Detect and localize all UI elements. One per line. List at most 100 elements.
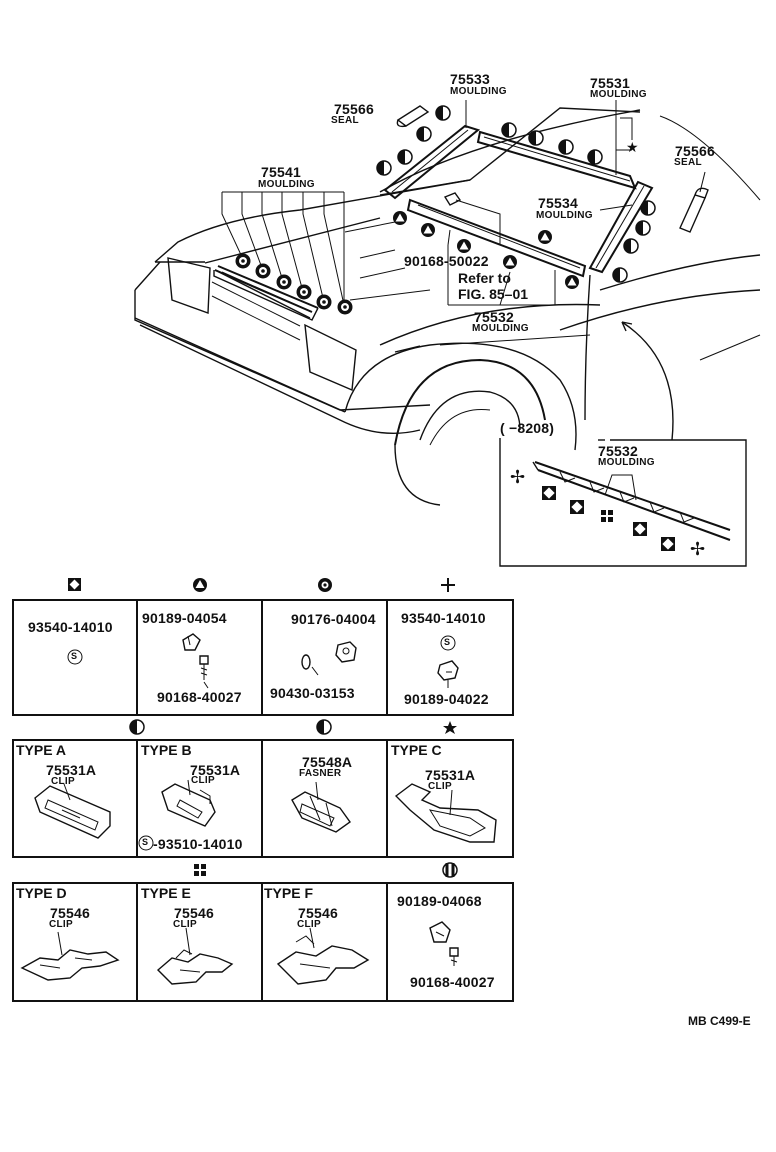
half-circle-marker <box>416 126 432 142</box>
fastener-2-part-2: 90168-40027 <box>157 689 242 705</box>
clip-type-e-name: CLIP <box>173 919 197 930</box>
moulding-75532-main <box>406 198 587 306</box>
screw-90168-50022 <box>443 192 556 306</box>
clip-drawing-75548a <box>291 781 351 833</box>
diamond-square-icon <box>68 578 81 591</box>
clip-type-f-number: 75546 <box>298 905 338 921</box>
half-circle-marker <box>528 130 544 146</box>
callout-75531-number: 75531 <box>590 75 630 91</box>
triangle-marker <box>393 211 407 225</box>
callout-75534-number: 75534 <box>538 195 578 211</box>
clip-drawing-type-d <box>20 931 120 981</box>
fastener-4-part-1: 93540-14010 <box>401 610 486 626</box>
diamond-square-marker <box>661 537 675 551</box>
pinwheel-icon: ✢ <box>690 539 706 559</box>
diamond-square-marker <box>542 486 556 500</box>
four-squares-marker <box>601 510 613 522</box>
s-mark-label: S <box>142 837 149 847</box>
star-marker: ★ <box>626 139 639 155</box>
clip-type-b-name: CLIP <box>191 775 215 786</box>
half-circle-marker <box>435 105 451 121</box>
moulding-75541 <box>213 265 319 321</box>
clip-drawing-90189-04022 <box>437 660 459 688</box>
moulding-75534 <box>588 112 654 274</box>
inset-detail <box>499 321 747 567</box>
clip-table-2-grid <box>12 882 514 1002</box>
pinwheel-icon: ✢ <box>510 467 526 487</box>
inset-part-name: MOULDING <box>598 457 655 468</box>
half-circle-marker <box>640 200 656 216</box>
clip-type-d-name: CLIP <box>49 919 73 930</box>
callout-90168-50022: 90168-50022 <box>404 253 489 269</box>
fasner-number: 75548A <box>302 754 353 770</box>
seal-75566-left <box>396 105 430 128</box>
callout-75566-left-name: SEAL <box>331 115 359 126</box>
half-circle-marker <box>558 139 574 155</box>
car-body <box>134 107 761 506</box>
clip-drawing-type-c <box>394 783 497 843</box>
figure-code: MB C499-E <box>688 1014 751 1028</box>
fastener-table-grid <box>12 599 514 716</box>
clip-type-b-title: TYPE B <box>141 742 192 758</box>
clip-type-a-number: 75531A <box>46 762 97 778</box>
clip-drawing-90176-04004 <box>301 641 357 676</box>
s-mark-label: S <box>444 637 451 647</box>
clip-type-a-name: CLIP <box>51 776 75 787</box>
seal-75566-right <box>679 171 709 233</box>
ring-marker <box>255 263 271 279</box>
ring-marker <box>337 299 353 315</box>
half-circle-marker <box>635 220 651 236</box>
inset-date-range: ( −8208) <box>500 420 555 436</box>
triangle-marker <box>421 223 435 237</box>
callout-75532-name: MOULDING <box>472 323 529 334</box>
triangle-markers <box>393 211 579 289</box>
clip-type-e-number: 75546 <box>174 905 214 921</box>
triangle-marker <box>565 275 579 289</box>
triangle-marker <box>503 255 517 269</box>
clip-drawing-90189-04068 <box>429 921 459 966</box>
callout-75532-number: 75532 <box>474 309 514 325</box>
refer-line-2: FIG. 85–01 <box>458 286 529 302</box>
inset-part-number: 75532 <box>598 443 638 459</box>
clip-type-b-extra: -93510-14010 <box>153 836 243 852</box>
clip-type-c-number: 75531A <box>425 767 476 783</box>
callout-75541-number: 75541 <box>261 164 301 180</box>
clip-type-a-title: TYPE A <box>16 742 67 758</box>
callout-75533-name: MOULDING <box>450 86 507 97</box>
half-circle-marker <box>376 160 392 176</box>
clip-drawing-type-f <box>276 927 370 985</box>
triangle-marker <box>538 230 552 244</box>
triangle-circle-icon <box>193 578 207 592</box>
callout-75566-right-number: 75566 <box>675 143 715 159</box>
split-circle-icon <box>442 862 458 878</box>
diamond-square-marker <box>570 500 584 514</box>
ring-markers <box>235 253 353 315</box>
clip-type-e-title: TYPE E <box>141 885 191 901</box>
fastener-3-part-1: 90176-04004 <box>291 611 376 627</box>
four-squares-icon <box>194 864 206 876</box>
callout-75541-name: MOULDING <box>258 179 315 190</box>
clip-type-c-title: TYPE C <box>391 742 442 758</box>
half-circle-markers <box>376 105 656 283</box>
clip-type-d-number: 75546 <box>50 905 90 921</box>
fastener-2-part-1: 90189-04054 <box>142 610 227 626</box>
clip-drawing-90189-04054 <box>182 633 209 689</box>
callout-75534-name: MOULDING <box>536 210 593 221</box>
clip-type-f-name: CLIP <box>297 919 321 930</box>
clip-type-b-number: 75531A <box>190 762 241 778</box>
ring-circle-icon <box>318 578 332 592</box>
half-circle-icon <box>129 719 145 735</box>
fasner-name: FASNER <box>299 768 342 779</box>
fastener-1-part-1: 93540-14010 <box>28 619 113 635</box>
half-circle-icon <box>316 719 332 735</box>
half-circle-marker <box>587 149 603 165</box>
clip-table-1-grid <box>12 739 514 858</box>
half-circle-marker <box>612 267 628 283</box>
s-mark-1 <box>67 649 83 665</box>
ring-marker <box>276 274 292 290</box>
callout-75566-right-name: SEAL <box>674 157 702 168</box>
clip-type-f-title: TYPE F <box>264 885 314 901</box>
s-mark-label: S <box>71 651 78 661</box>
